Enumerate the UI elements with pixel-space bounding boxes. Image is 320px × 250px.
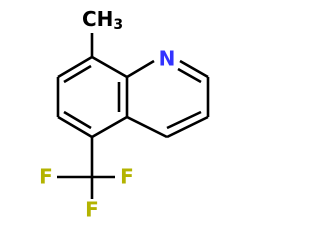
bond-c6-c5-inner	[63, 110, 92, 130]
bond-c3-c4-inner	[166, 110, 202, 130]
bond-c8-c8a	[91, 55, 128, 79]
bond-n1-c2-inner	[177, 67, 202, 84]
molecule-structure: CH3 N F F F	[39, 7, 210, 222]
methyl-label: CH3	[82, 7, 123, 34]
label-layer: CH3 N F F F	[39, 7, 175, 222]
bond-c8a-n1	[126, 59, 155, 79]
nitrogen-label: N	[159, 47, 176, 71]
fluorine-right-label: F	[120, 165, 134, 189]
methyl-subscript: 3	[113, 17, 123, 33]
bond-c8-c7	[57, 55, 93, 79]
bond-n1-c2	[179, 59, 209, 79]
bond-c5-c4a	[91, 115, 128, 139]
bond-c3-c4	[166, 115, 209, 139]
methyl-main: CH	[82, 7, 113, 31]
bond-layer	[56, 33, 210, 199]
fluorine-left-label: F	[39, 165, 53, 189]
bond-c8-c7-inner	[63, 64, 92, 84]
fluorine-bottom-label: F	[85, 198, 99, 222]
bond-c4-c4a	[126, 115, 168, 139]
bond-c6-c5	[57, 115, 93, 139]
